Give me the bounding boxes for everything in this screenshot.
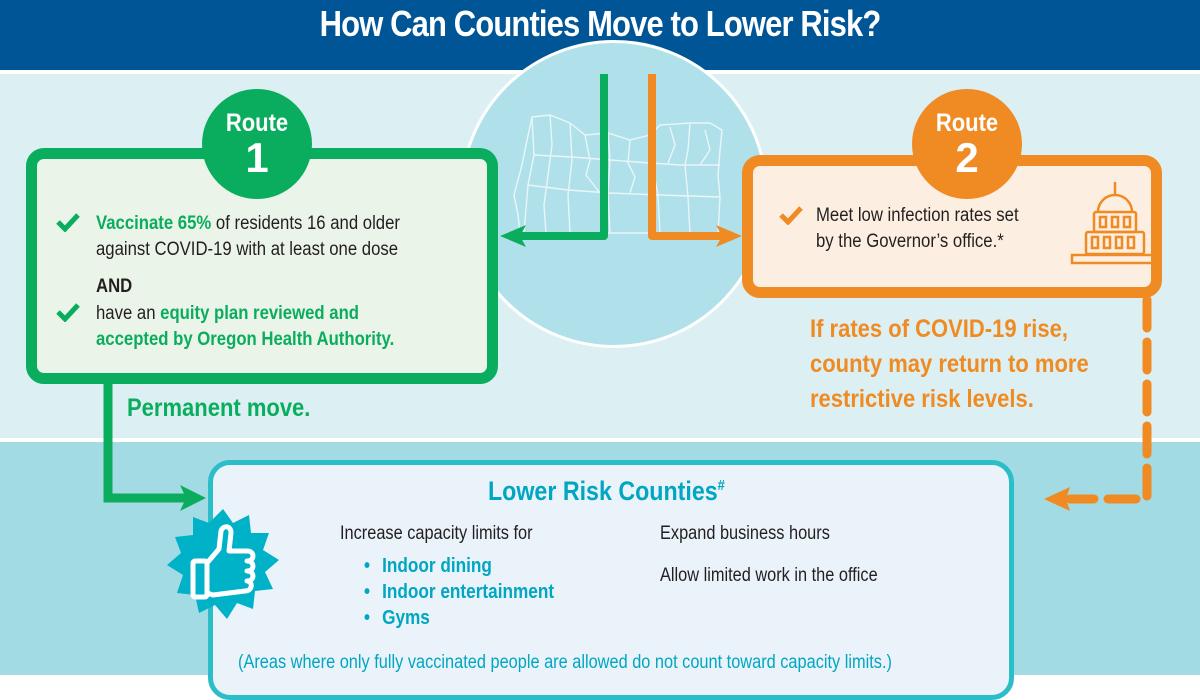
- route1-criterion-2: have an equity plan reviewed and accepte…: [96, 303, 395, 350]
- route1-arrowhead: [500, 225, 526, 247]
- capacity-list: Indoor dining Indoor entertainment Gyms: [364, 553, 585, 631]
- and-connector: AND: [96, 276, 133, 297]
- capacity-intro: Increase capacity limits for: [340, 523, 533, 544]
- map-circle: [460, 40, 768, 348]
- route1-card: [26, 148, 498, 384]
- check-icon: [56, 303, 80, 322]
- route2-warning: If rates of COVID-19 rise, county may re…: [810, 315, 1089, 413]
- route1-criterion-1: Vaccinate 65% of residents 16 and older …: [96, 213, 400, 260]
- route2-arrow: [648, 74, 722, 240]
- oregon-county-map: [513, 114, 723, 234]
- capitol-building-icon: [1070, 182, 1160, 265]
- benefit-item: Allow limited work in the office: [660, 565, 878, 586]
- capacity-item: Indoor entertainment: [364, 579, 554, 605]
- route2-arrowhead: [716, 225, 742, 247]
- permanent-arrowhead: [180, 485, 206, 511]
- capacity-item: Indoor dining: [364, 553, 554, 579]
- capacity-footnote: (Areas where only fully vaccinated peopl…: [238, 652, 892, 673]
- flow-arrows: [103, 74, 1152, 511]
- route1-badge: Route 1: [202, 89, 312, 199]
- benefit-item: Expand business hours: [660, 523, 830, 544]
- capacity-item: Gyms: [364, 605, 554, 631]
- permanent-arrow: [103, 384, 188, 503]
- return-dashed-arrow: [1065, 295, 1152, 504]
- thumbs-up-badge-icon: [167, 509, 279, 619]
- permanent-move-label: Permanent move.: [127, 394, 311, 422]
- route1-arrow: [520, 74, 608, 240]
- check-icon: [779, 206, 803, 225]
- route2-badge: Route 2: [912, 89, 1022, 199]
- check-icon: [56, 213, 80, 232]
- route2-criterion-1: Meet low infection rates set by the Gove…: [816, 205, 1019, 252]
- lower-risk-title: Lower Risk Counties#: [488, 476, 725, 506]
- page-title: How Can Counties Move to Lower Risk?: [319, 3, 882, 44]
- return-arrowhead: [1044, 487, 1070, 511]
